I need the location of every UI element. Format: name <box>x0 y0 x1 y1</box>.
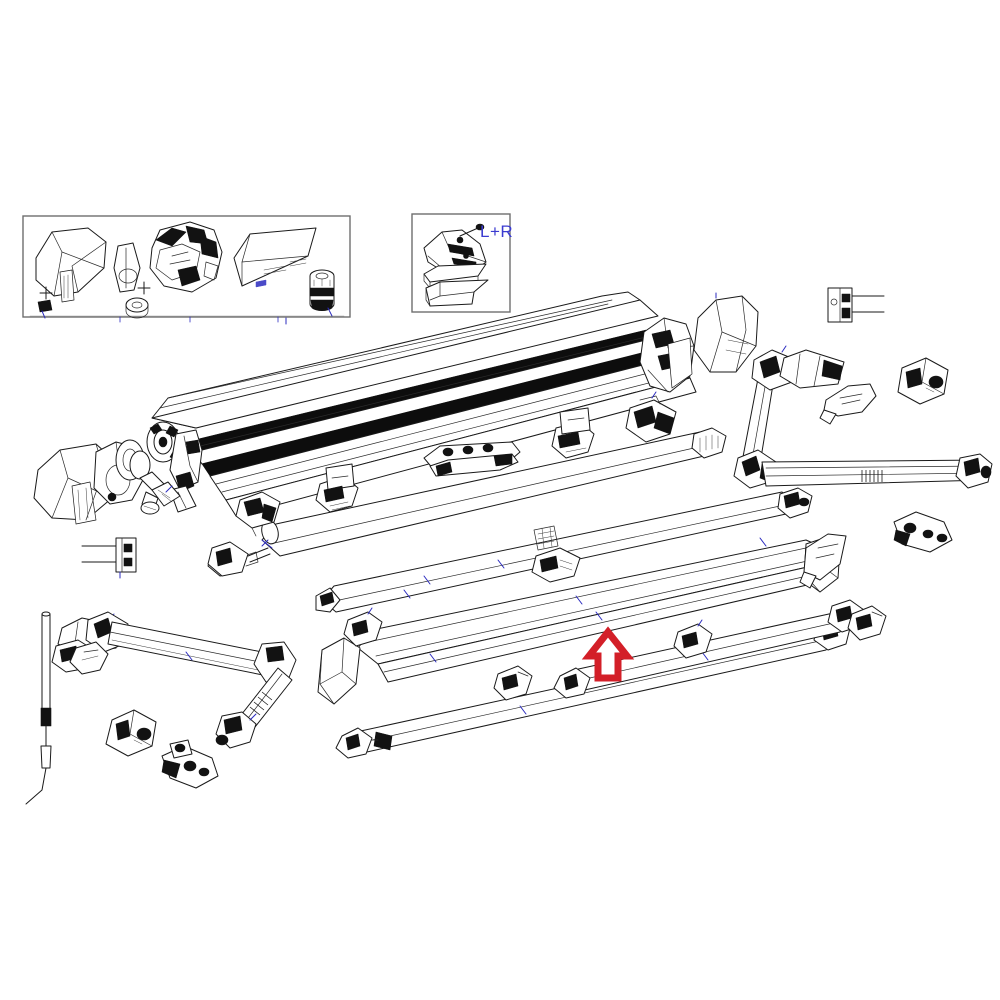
cassette-left-assembly <box>33 421 203 525</box>
shoe-bracket-left <box>235 491 281 537</box>
arm-shoe-clip-d <box>847 605 887 641</box>
rafter-rear-foot-left <box>553 667 591 699</box>
arm-foot-left <box>215 711 257 749</box>
right-end-cap-inner <box>639 317 695 393</box>
rafter-foot-left <box>335 727 393 759</box>
inset-bushing <box>125 297 149 319</box>
inset-wall-bracket <box>423 223 487 275</box>
end-cap-trim-right <box>819 383 877 425</box>
roller-end-plug <box>691 427 727 459</box>
inset-bracket-channel <box>425 279 489 307</box>
shoe-bracket-right <box>551 407 595 459</box>
inset-gear-motor <box>149 221 223 293</box>
pitch-adjuster-block <box>625 391 677 443</box>
inset-accessories-box <box>22 215 351 323</box>
blue-leader-a <box>41 310 46 319</box>
cassette-front-lip <box>151 299 659 429</box>
blue-leader-marks <box>165 317 767 605</box>
fabric-rail-end-right <box>777 487 813 519</box>
lead-rail-end-cap-left <box>317 637 361 705</box>
arm-elbow-left <box>253 641 297 683</box>
inset-spindle-adapter <box>309 269 335 317</box>
arm-shoe-clip-b <box>493 665 533 701</box>
gearbox-housing <box>146 421 203 513</box>
arm-foot-right <box>955 453 993 489</box>
mounting-plate-b <box>893 511 953 553</box>
drive-gear-wheel <box>115 439 151 481</box>
highlight-arrow-icon <box>581 626 635 682</box>
wall-bracket-a <box>81 537 137 579</box>
arm-shoe-clip-a <box>343 607 383 647</box>
inset-left-right-label: L+R <box>480 222 514 241</box>
mounting-clamp-b <box>897 357 949 405</box>
fabric-rail-end-left <box>315 587 341 613</box>
cassette-right-assembly <box>639 292 759 393</box>
shoe-bracket-mid <box>315 463 359 513</box>
mounting-plate-a <box>161 739 219 789</box>
crank-eyelet-hook <box>25 767 47 805</box>
cassette-assembly <box>151 291 697 517</box>
crank-handle-rod <box>25 611 52 805</box>
inset-bracket-shim <box>113 242 141 293</box>
inset-left-right-box <box>411 213 511 313</box>
arm-bush-left <box>69 641 109 675</box>
inset-cowl-cover <box>35 227 107 303</box>
torque-shaft-coupler <box>139 471 181 515</box>
inset-control-box <box>233 227 317 288</box>
lead-rail-joiner <box>531 547 581 583</box>
arm-shoulder-right <box>779 349 845 389</box>
support-arm-right <box>733 345 993 489</box>
plus-mark-a <box>39 286 53 300</box>
right-end-cap-cover <box>693 292 759 373</box>
mounting-clamp-a <box>105 709 157 757</box>
center-support-bar <box>423 441 521 477</box>
wall-bracket-b <box>827 287 885 323</box>
roller-retainer-clip <box>533 525 559 551</box>
crank-collar <box>40 745 52 769</box>
end-cap-trim-lower <box>799 533 847 589</box>
arm-link-hardware <box>207 539 271 577</box>
inset-nut-a <box>37 299 53 313</box>
arm-shoe-clip-c <box>673 619 713 659</box>
crank-grip <box>40 707 52 727</box>
plus-mark-b <box>137 281 151 295</box>
support-arm-left <box>51 611 297 749</box>
